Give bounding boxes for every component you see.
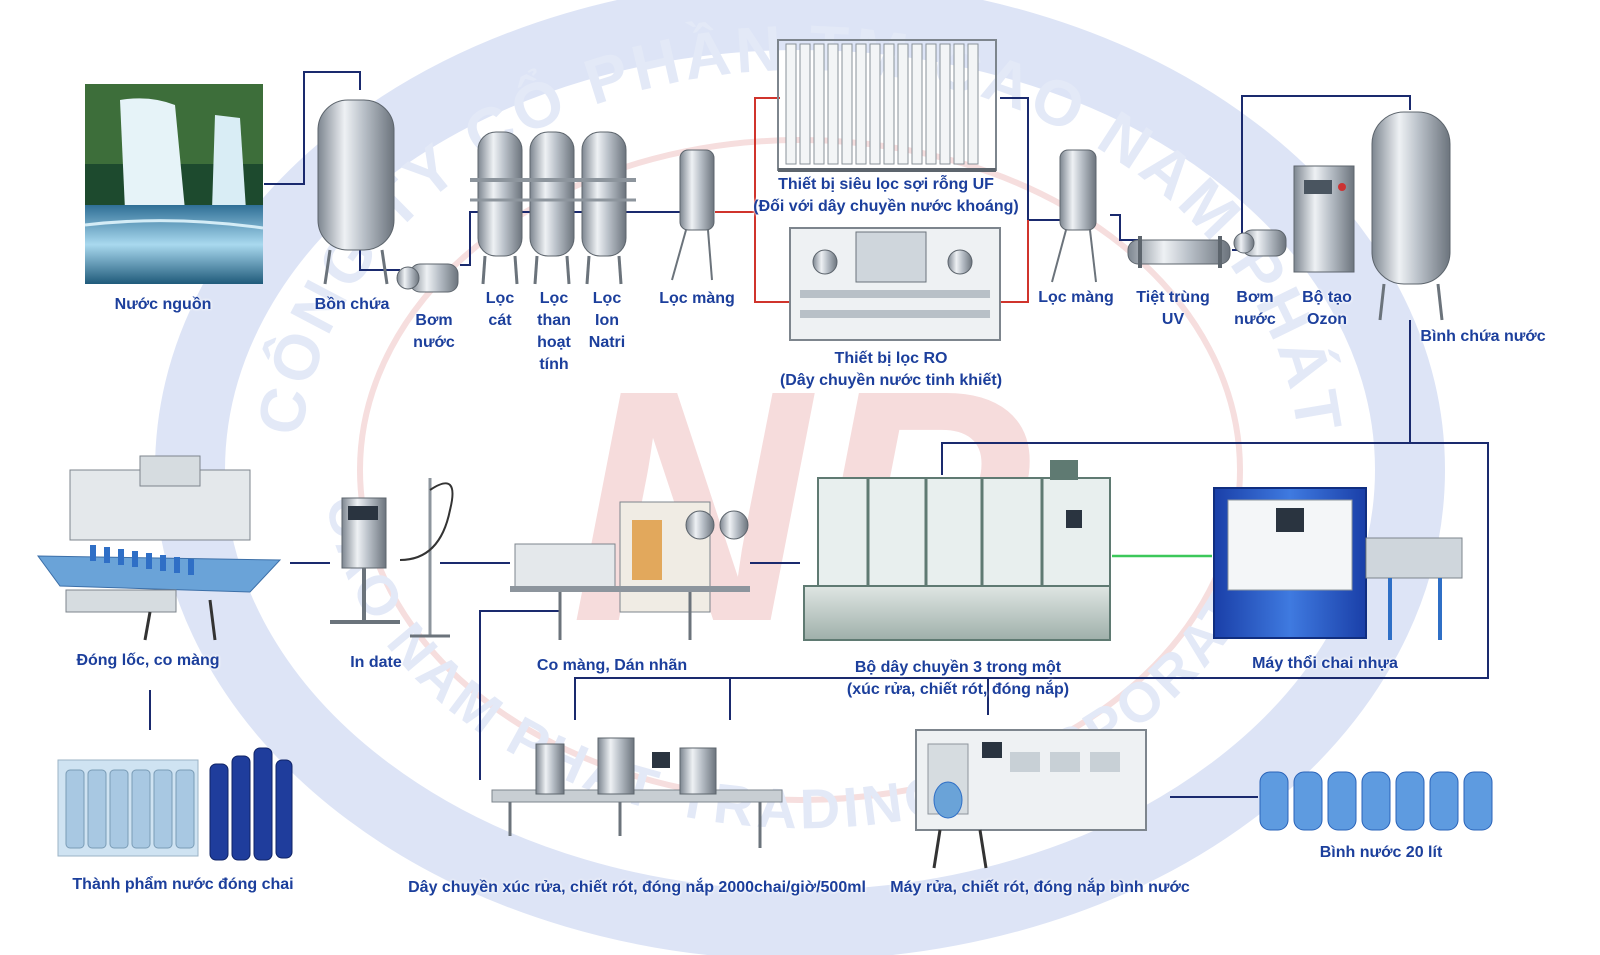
shrink-wrap-drawing bbox=[37, 455, 282, 641]
membrane-filter-1-drawing bbox=[671, 149, 715, 281]
label-blow-molding: Máy thổi chai nhựa bbox=[1252, 655, 1398, 672]
pipe-bottom-bus bbox=[479, 610, 560, 780]
label-uf-unit: Thiết bị siêu lọc sợi rỗng UF(Đối với dâ… bbox=[753, 176, 1019, 215]
date-printer-drawing bbox=[330, 478, 454, 638]
source-water-image bbox=[84, 84, 264, 284]
labeling-machine-drawing bbox=[510, 501, 750, 640]
jugs-20l-drawing bbox=[1259, 771, 1493, 831]
jug-filler-drawing bbox=[915, 729, 1147, 869]
label-ro-unit: Thiết bị lọc RO(Dây chuyền nước tinh khi… bbox=[779, 350, 1003, 389]
uf-unit-drawing bbox=[777, 39, 997, 172]
ro-unit-drawing bbox=[789, 227, 1001, 341]
label-date-printer: In date bbox=[350, 654, 402, 671]
label-finished-bottles: Thành phẩm nước đóng chai bbox=[72, 876, 294, 893]
pipe-ro-to-filter bbox=[1000, 220, 1029, 303]
blow-molder-drawing bbox=[1213, 487, 1463, 640]
pipes bbox=[149, 71, 1489, 798]
pipe-uf-to-filter bbox=[1000, 97, 1060, 221]
pipes-red bbox=[715, 97, 1029, 303]
uv-sterilizer-drawing bbox=[1127, 236, 1231, 268]
label-source-water: Nước nguồn bbox=[114, 296, 212, 313]
pipe-pump-to-tank bbox=[1241, 95, 1411, 240]
label-monoblock: Bộ dây chuyền 3 trong một(xúc rửa, chiết… bbox=[846, 659, 1070, 698]
label-bottling-line: Dây chuyền xúc rửa, chiết rót, đóng nắp … bbox=[408, 879, 866, 896]
pipe-filter-to-ro bbox=[754, 212, 790, 303]
label-storage-tank: Bồn chứa bbox=[314, 296, 390, 313]
filter-vessels-drawing bbox=[470, 131, 636, 285]
water-tank-drawing bbox=[1371, 111, 1451, 321]
pipe-source-to-tank bbox=[264, 71, 361, 185]
storage-tank-drawing bbox=[317, 99, 395, 285]
label-jug-20l: Bình nước 20 lít bbox=[1319, 844, 1443, 861]
pipe-to-monoblock bbox=[941, 442, 1410, 475]
pump-2-drawing bbox=[1233, 229, 1287, 257]
label-membrane-filter-1: Lọc màng bbox=[659, 290, 735, 307]
pipe-tank-to-pump bbox=[359, 250, 400, 271]
pipe-filter-to-uv bbox=[1110, 214, 1140, 241]
pump-1-drawing bbox=[396, 263, 459, 293]
pipe-pump-to-filters bbox=[460, 211, 680, 266]
pipe-filter-to-uf bbox=[715, 97, 780, 213]
label-membrane-filter-2: Lọc màng bbox=[1038, 289, 1114, 306]
bottling-line-drawing bbox=[491, 737, 783, 848]
finished-bottles-drawing bbox=[57, 747, 293, 861]
label-jug-filler: Máy rửa, chiết rót, đóng nắp bình nước bbox=[890, 879, 1190, 896]
ozone-generator-drawing bbox=[1293, 165, 1355, 273]
label-labeling: Co màng, Dán nhãn bbox=[536, 657, 688, 674]
label-water-tank: Bình chứa nước bbox=[1420, 328, 1546, 345]
label-shrink-wrap: Đóng lốc, co màng bbox=[76, 652, 220, 669]
monoblock-drawing bbox=[803, 460, 1111, 641]
pipe-monoblock-bottom bbox=[574, 677, 1360, 720]
pipe-to-blow-molder bbox=[1360, 442, 1489, 679]
membrane-filter-2-drawing bbox=[1051, 149, 1097, 283]
